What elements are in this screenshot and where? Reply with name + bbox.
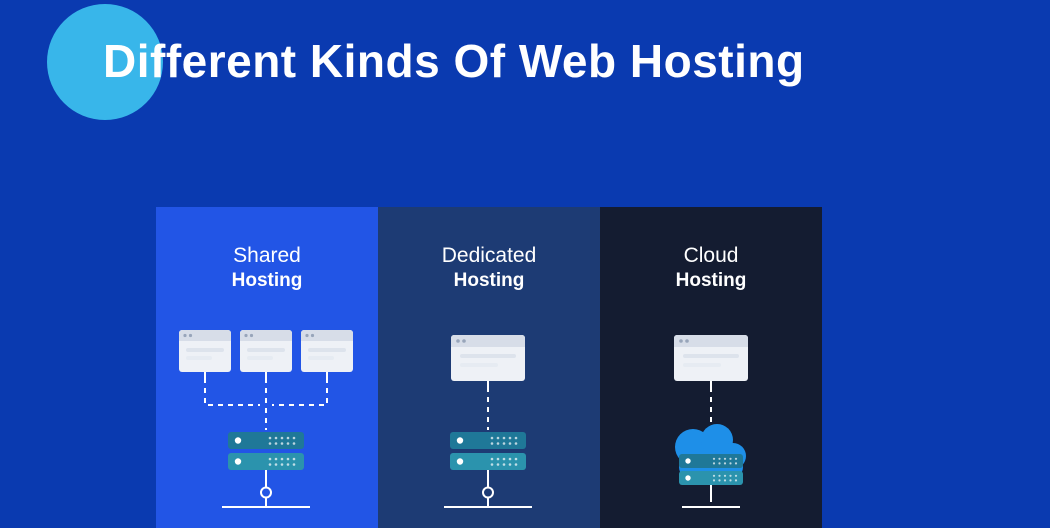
- page-title: Different Kinds Of Web Hosting: [103, 35, 805, 87]
- network-stand: [222, 470, 310, 508]
- panel-title-line1: Dedicated: [441, 244, 537, 267]
- hosting-panels: Shared Hosting: [156, 207, 822, 528]
- server-rack-row: [679, 454, 743, 468]
- accent-circle: [47, 4, 163, 120]
- server-rack-row: [228, 432, 304, 449]
- browser-window-icon: [674, 335, 748, 381]
- connector-lines: [204, 372, 328, 430]
- panel-title-line1: Cloud: [683, 244, 739, 267]
- server-rack-row: [228, 453, 304, 470]
- browser-window-icon: [301, 330, 353, 372]
- panel-title-line2: Hosting: [675, 270, 747, 291]
- panel-title-line2: Hosting: [453, 270, 525, 291]
- network-stand: [682, 485, 740, 508]
- panel-title: Cloud Hosting: [600, 243, 822, 293]
- panel-dedicated-hosting: Dedicated Hosting: [378, 207, 600, 528]
- panel-cloud-hosting: Cloud Hosting: [600, 207, 822, 528]
- cloud-hosting-diagram: [674, 335, 748, 508]
- dedicated-hosting-diagram: [444, 335, 532, 508]
- panel-title: Shared Hosting: [156, 243, 378, 293]
- browser-window-icon: [179, 330, 231, 372]
- server-rack-row: [450, 432, 526, 449]
- panel-title-line2: Hosting: [231, 270, 303, 291]
- server-icon: [228, 432, 304, 470]
- panel-shared-hosting: Shared Hosting: [156, 207, 378, 528]
- server-rack-row: [679, 471, 743, 485]
- panel-title-line1: Shared: [233, 244, 301, 267]
- server-icon: [450, 432, 526, 470]
- panel-title: Dedicated Hosting: [378, 243, 600, 293]
- server-rack-row: [450, 453, 526, 470]
- shared-hosting-diagram: [179, 330, 353, 508]
- browser-window-icon: [240, 330, 292, 372]
- network-stand: [444, 470, 532, 508]
- browser-window-icon: [451, 335, 525, 381]
- cloud-icon: [675, 424, 746, 479]
